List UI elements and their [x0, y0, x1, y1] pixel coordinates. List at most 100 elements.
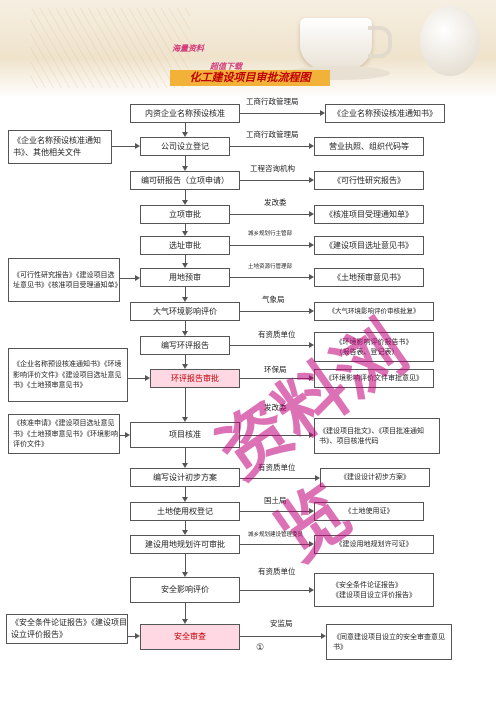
output-7: 《大气环境影响评价审核批复》	[314, 302, 434, 321]
connector	[185, 190, 186, 200]
output-14: 《安全条件论证报告》 《建设项目设立评价报告》	[314, 573, 434, 607]
output-1: 《企业名称预设核准通知书》	[325, 104, 445, 123]
arrow-down	[182, 200, 188, 205]
connector	[240, 180, 309, 181]
connector	[185, 156, 186, 166]
output-4: 《核准项目受理通知单》	[314, 205, 424, 224]
authority-9: 环保局	[264, 365, 287, 374]
connector	[240, 590, 309, 591]
connector	[240, 435, 309, 436]
connector	[128, 378, 145, 379]
connector	[185, 448, 186, 463]
connector	[112, 146, 135, 147]
output-9: 《环境影响评价文件审批意见》	[314, 369, 434, 388]
connector	[185, 255, 186, 263]
decorative-pattern	[30, 8, 190, 88]
arrow-down	[182, 364, 188, 369]
authority-10: 发改委	[264, 403, 287, 412]
arrow-down	[182, 263, 188, 268]
output-5: 《建设项目选址意见书》	[314, 236, 424, 255]
connector	[120, 435, 125, 436]
arrow-down	[182, 530, 188, 535]
arrow-down	[182, 572, 188, 577]
connector	[240, 113, 320, 114]
connector	[230, 345, 309, 346]
authority-7: 气象局	[262, 295, 285, 304]
arrow-right	[309, 342, 314, 348]
arrow-down	[182, 231, 188, 236]
arrow-down	[182, 331, 188, 336]
output-3: 《可行性研究报告》	[314, 171, 424, 190]
connector	[185, 388, 186, 417]
main-step-5: 选址审批	[140, 236, 230, 255]
arrow-right	[125, 432, 130, 438]
coffee-cup-image	[300, 18, 372, 70]
connector	[240, 478, 315, 479]
main-step-2: 公司设立登记	[140, 137, 230, 156]
authority-14: 有资质单位	[258, 567, 296, 576]
input-3: 《企业名称预设核准通知书》《环境影响评价文件》《建设项目选址意见书》《土地预审意…	[8, 348, 128, 402]
arrow-down	[182, 497, 188, 502]
arrow-right	[315, 475, 320, 481]
arrow-right	[135, 143, 140, 149]
connector	[185, 123, 186, 132]
page-title: 化工建设项目审批流程图	[170, 70, 330, 86]
connector	[120, 278, 135, 279]
authority-1: 工商行政管理局	[246, 97, 299, 106]
arrow-right	[309, 432, 314, 438]
output-8: 《环境影响评价报告书》 （报告表、登记表）	[314, 332, 434, 362]
connector	[240, 544, 309, 545]
output-6: 《土地预审意见书》	[314, 268, 424, 287]
connector	[230, 214, 309, 215]
connector	[185, 287, 186, 297]
main-step-14: 安全影响评价	[130, 577, 240, 603]
main-step-7: 大气环境影响评价	[130, 302, 240, 321]
arrow-down	[182, 463, 188, 468]
connector	[230, 245, 309, 246]
arrow-right	[135, 633, 140, 639]
main-step-9-highlight: 环评报告审批	[150, 369, 240, 388]
arrow-right	[309, 508, 314, 514]
arrow-right	[309, 211, 314, 217]
main-step-10: 项目核准	[130, 422, 240, 448]
cup-handle	[368, 26, 392, 58]
authority-2: 工商行政管理局	[246, 130, 299, 139]
connector	[185, 487, 186, 497]
connector	[185, 355, 186, 364]
arrow-right	[309, 587, 314, 593]
output-10: 《建设项目批文》、《项目批准通知书》、项目核准代码	[314, 418, 440, 454]
connector	[185, 224, 186, 231]
output-15: 《同意建设项目设立的安全审查意见书》	[326, 624, 452, 660]
arrow-right	[309, 177, 314, 183]
authority-11: 有资质单位	[258, 463, 296, 472]
output-2: 营业执照、组织代码等	[314, 137, 424, 156]
arrow-right	[309, 308, 314, 314]
main-step-11: 编写设计初步方案	[130, 468, 240, 487]
arrow-right	[321, 633, 326, 639]
authority-3: 工程咨询机构	[250, 164, 295, 173]
arrow-down	[182, 619, 188, 624]
connector	[230, 146, 309, 147]
authority-8: 有资质单位	[258, 330, 296, 339]
arrow-right	[309, 274, 314, 280]
authority-6: 土地资源行管理部	[248, 264, 293, 270]
input-2: 《可行性研究报告》《建设项目选址意见书》《核准项目受理通知单》	[8, 258, 122, 302]
arrow-right	[145, 375, 150, 381]
connector	[240, 511, 309, 512]
authority-13: 城乡规划建设管理委员	[248, 532, 304, 538]
connector	[240, 636, 321, 637]
arrow-right	[309, 143, 314, 149]
arrow-down	[182, 132, 188, 137]
connector	[185, 521, 186, 530]
connector	[185, 321, 186, 331]
arrow-right	[309, 541, 314, 547]
output-12: 《土地使用证》	[314, 502, 424, 521]
input-5: 《安全条件论证报告》《建设项目设立评价报告》	[6, 614, 128, 644]
authority-12: 国土局	[264, 496, 287, 505]
connector	[240, 311, 309, 312]
input-1: 《企业名称预设核准通知书》、其他相关文件	[8, 130, 112, 164]
arrow-right	[320, 110, 325, 116]
connector	[185, 603, 186, 619]
main-step-4: 立项审批	[140, 205, 230, 224]
footnote-marker: ①	[256, 643, 265, 653]
